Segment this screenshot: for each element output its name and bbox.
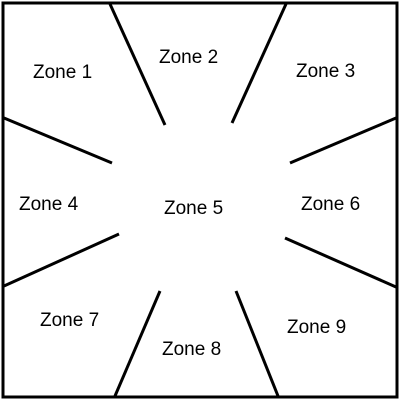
divider-right-lower: [284, 236, 397, 289]
zone-3-label: Zone 3: [296, 61, 355, 82]
zone-4-label: Zone 4: [19, 194, 79, 215]
divider-bottom-left: [113, 290, 162, 397]
zone-7-label: Zone 7: [40, 310, 99, 331]
divider-right-upper: [289, 116, 397, 165]
zone-2-label: Zone 2: [159, 47, 218, 68]
zone-6-label: Zone 6: [301, 194, 360, 215]
divider-top-left: [108, 3, 167, 126]
zone-9-label: Zone 9: [287, 317, 346, 338]
divider-left-lower: [3, 232, 120, 288]
divider-left-upper: [3, 116, 113, 165]
zone-1-label: Zone 1: [33, 62, 92, 83]
divider-bottom-right: [234, 290, 280, 397]
divider-top-right: [230, 3, 288, 124]
zone-5-label: Zone 5: [164, 198, 223, 219]
zone-8-label: Zone 8: [162, 339, 221, 360]
